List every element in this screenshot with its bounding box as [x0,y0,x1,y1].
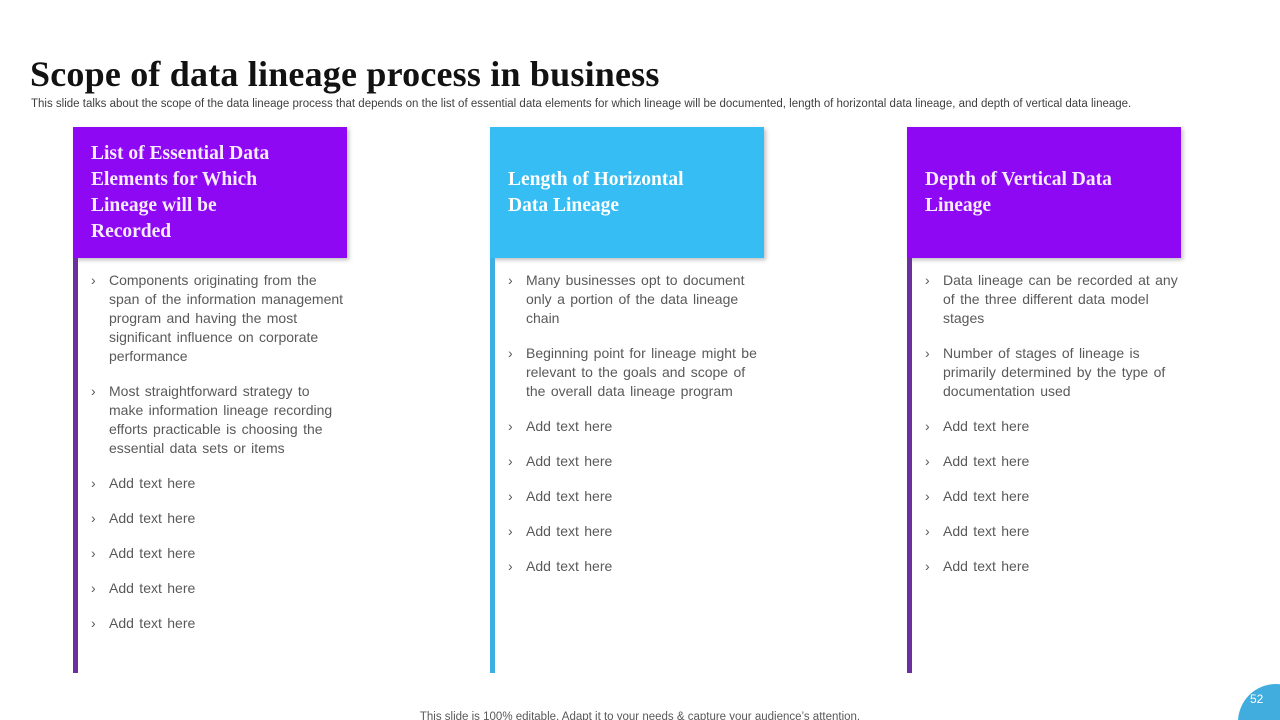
bullet-item[interactable]: › Add text here [508,522,764,541]
column-header: Length of Horizontal Data Lineage [490,127,764,258]
bullet-item: › Many businesses opt to document only a … [508,271,764,328]
bullet-item[interactable]: › Add text here [91,579,347,598]
chevron-bullet-icon: › [925,488,930,504]
chevron-bullet-icon: › [925,453,930,469]
column-header: List of Essential Data Elements for Whic… [73,127,347,258]
column-essential-data-elements: List of Essential Data Elements for Whic… [73,127,347,673]
chevron-bullet-icon: › [508,558,513,574]
bullet-item: › Components originating from the span of… [91,271,347,366]
bullet-text: Add text here [109,545,196,561]
chevron-bullet-icon: › [91,545,96,561]
chevron-bullet-icon: › [925,272,930,288]
bullet-text: Add text here [526,558,613,574]
column-body: › Many businesses opt to document only a … [490,258,764,673]
bullet-item[interactable]: › Add text here [91,614,347,633]
bullet-item[interactable]: › Add text here [925,452,1181,471]
bullet-text: Add text here [526,488,613,504]
bullet-item: › Number of stages of lineage is primaril… [925,344,1181,401]
slide-title: Scope of data lineage process in busines… [30,54,660,95]
columns-container: List of Essential Data Elements for Whic… [73,127,1181,673]
bullet-text: Add text here [109,615,196,631]
bullet-item: › Data lineage can be recorded at any of … [925,271,1181,328]
bullet-item[interactable]: › Add text here [925,557,1181,576]
bullet-text: Most straightforward strategy to make in… [109,383,333,456]
chevron-bullet-icon: › [91,475,96,491]
bullet-item: › Most straightforward strategy to make i… [91,382,347,458]
column-header-text: Length of Horizontal Data Lineage [508,168,684,216]
bullet-text: Add text here [943,453,1030,469]
chevron-bullet-icon: › [508,272,513,288]
bullet-item[interactable]: › Add text here [925,522,1181,541]
chevron-bullet-icon: › [91,615,96,631]
chevron-bullet-icon: › [508,488,513,504]
column-header: Depth of Vertical Data Lineage [907,127,1181,258]
chevron-bullet-icon: › [508,523,513,539]
bullet-text: Add text here [109,475,196,491]
column-header-text: Depth of Vertical Data Lineage [925,168,1112,216]
chevron-bullet-icon: › [91,383,96,399]
bullet-text: Add text here [526,523,613,539]
bullet-list: › Data lineage can be recorded at any of … [912,271,1181,576]
bullet-item[interactable]: › Add text here [91,544,347,563]
chevron-bullet-icon: › [91,580,96,596]
chevron-bullet-icon: › [508,418,513,434]
bullet-text: Add text here [943,558,1030,574]
bullet-text: Add text here [109,510,196,526]
chevron-bullet-icon: › [508,453,513,469]
column-vertical-data-lineage: Depth of Vertical Data Lineage › Data lin… [907,127,1181,673]
bullet-text: Add text here [943,523,1030,539]
slide-subtitle: This slide talks about the scope of the … [31,97,1132,110]
bullet-item[interactable]: › Add text here [508,487,764,506]
bullet-text: Components originating from the span of … [109,272,344,364]
bullet-item[interactable]: › Add text here [508,417,764,436]
bullet-text: Add text here [526,418,613,434]
column-body: › Components originating from the span of… [73,258,347,673]
bullet-item[interactable]: › Add text here [508,557,764,576]
bullet-text: Add text here [943,488,1030,504]
chevron-bullet-icon: › [508,345,513,361]
column-horizontal-data-lineage: Length of Horizontal Data Lineage › Many … [490,127,764,673]
bullet-text: Add text here [526,453,613,469]
bullet-list: › Many businesses opt to document only a … [495,271,764,576]
bullet-item[interactable]: › Add text here [508,452,764,471]
bullet-item[interactable]: › Add text here [91,509,347,528]
chevron-bullet-icon: › [925,345,930,361]
chevron-bullet-icon: › [91,510,96,526]
chevron-bullet-icon: › [925,558,930,574]
bullet-text: Beginning point for lineage might be rel… [526,345,757,399]
slide-footer-note: This slide is 100% editable. Adapt it to… [419,710,861,720]
page-number: 52 [1250,692,1264,706]
column-header-text: List of Essential Data Elements for Whic… [91,142,270,242]
column-body: › Data lineage can be recorded at any of … [907,258,1181,673]
bullet-list: › Components originating from the span of… [78,271,347,633]
bullet-text: Many businesses opt to document only a p… [526,272,745,326]
bullet-item[interactable]: › Add text here [91,474,347,493]
chevron-bullet-icon: › [925,523,930,539]
page-number-badge: 52 [1238,684,1280,720]
bullet-item[interactable]: › Add text here [925,417,1181,436]
bullet-item: › Beginning point for lineage might be re… [508,344,764,401]
chevron-bullet-icon: › [91,272,96,288]
bullet-text: Number of stages of lineage is primarily… [943,345,1166,399]
bullet-text: Data lineage can be recorded at any of t… [943,272,1178,326]
bullet-item[interactable]: › Add text here [925,487,1181,506]
chevron-bullet-icon: › [925,418,930,434]
bullet-text: Add text here [109,580,196,596]
bullet-text: Add text here [943,418,1030,434]
